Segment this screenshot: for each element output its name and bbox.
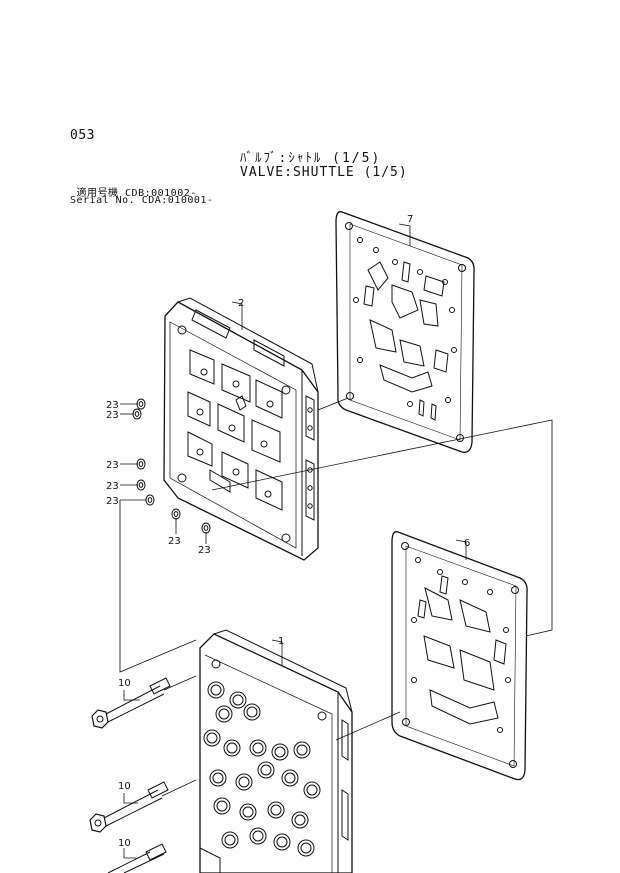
callout-part-23-g: 23 — [198, 545, 211, 556]
callout-part-1: 1 — [278, 636, 284, 647]
part-1-valve-body — [199, 629, 353, 873]
callout-part-23-d: 23 — [106, 481, 119, 492]
serial-applicability: 適用号機 CDB:001002- — [70, 188, 197, 199]
serial-number: Serial No. CDA:010001- — [70, 195, 214, 206]
callout-part-23-e: 23 — [106, 496, 119, 507]
callout-part-2: 2 — [238, 298, 244, 309]
callout-part-7: 7 — [407, 214, 413, 225]
callout-part-23-c: 23 — [106, 460, 119, 471]
title-english: VALVE:SHUTTLE (1/5) — [240, 165, 408, 180]
callout-part-6: 6 — [464, 538, 470, 549]
page-number: 053 — [70, 128, 95, 143]
callout-part-23-f: 23 — [168, 536, 181, 547]
callout-part-10-a: 10 — [118, 678, 131, 689]
part-7-gasket-plate — [335, 211, 475, 453]
part-6-gasket-plate — [391, 531, 528, 781]
part-23-plugs — [132, 398, 211, 534]
part-10-bolts — [89, 677, 171, 873]
leader-lines — [119, 223, 553, 859]
callout-part-23-b: 23 — [106, 410, 119, 421]
callout-part-10-b: 10 — [118, 781, 131, 792]
title-japanese: ﾊﾞﾙﾌﾞ:ｼｬﾄﾙ (1/5) — [240, 151, 382, 166]
callout-part-23-a: 23 — [106, 400, 119, 411]
callout-part-10-c: 10 — [118, 838, 131, 849]
part-2-valve-block — [163, 297, 319, 561]
